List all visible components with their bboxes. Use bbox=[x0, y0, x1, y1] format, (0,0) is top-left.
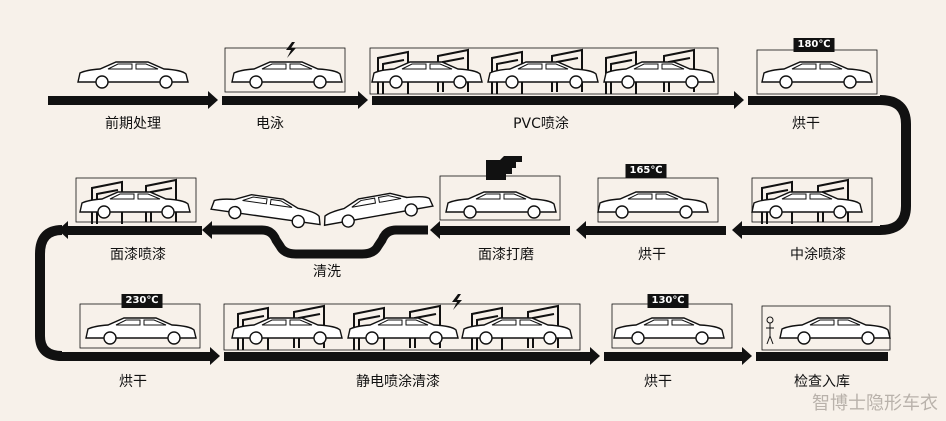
arrow-head bbox=[590, 347, 600, 365]
lightning-icon bbox=[286, 42, 296, 58]
step-label: 检查入库 bbox=[794, 374, 850, 390]
step-label: 前期处理 bbox=[105, 116, 161, 132]
car-icon bbox=[751, 191, 863, 219]
glove-icon bbox=[486, 156, 522, 180]
step-label: PVC喷涂 bbox=[513, 116, 569, 132]
conveyor bbox=[748, 96, 880, 105]
step-label: 面漆打磨 bbox=[478, 247, 534, 263]
car-icon bbox=[445, 191, 557, 219]
conveyor bbox=[224, 352, 590, 361]
conveyor bbox=[372, 96, 734, 105]
booth-outline bbox=[761, 305, 891, 351]
car-icon bbox=[371, 61, 483, 89]
car-icon bbox=[597, 191, 709, 219]
booth-outline bbox=[369, 47, 719, 95]
car-icon bbox=[603, 61, 715, 89]
return-loop-right bbox=[879, 95, 911, 235]
step-label: 烘干 bbox=[792, 116, 820, 132]
booth-outline bbox=[223, 303, 581, 351]
wash-conveyor bbox=[212, 225, 428, 259]
conveyor bbox=[604, 352, 742, 361]
car-icon bbox=[320, 185, 435, 232]
arrow-head bbox=[358, 91, 368, 109]
watermark: 智博士隐形车衣 bbox=[812, 393, 938, 414]
step-label: 中涂喷漆 bbox=[790, 247, 846, 263]
step-label: 烘干 bbox=[119, 374, 147, 390]
arrow-head bbox=[430, 221, 440, 239]
arrow-head bbox=[210, 347, 220, 365]
conveyor bbox=[440, 226, 570, 235]
conveyor bbox=[756, 352, 888, 361]
step-label: 面漆喷漆 bbox=[110, 247, 166, 263]
step-label: 烘干 bbox=[638, 247, 666, 263]
arrow-head bbox=[202, 221, 212, 239]
car-icon bbox=[347, 317, 459, 345]
arrow-head bbox=[58, 221, 68, 239]
step-label: 电泳 bbox=[256, 116, 284, 132]
arrow-head bbox=[734, 91, 744, 109]
temperature-tag: 165℃ bbox=[625, 164, 667, 178]
conveyor bbox=[222, 96, 358, 105]
lightning-icon bbox=[452, 294, 462, 310]
car-icon bbox=[761, 61, 873, 89]
arrow-head bbox=[732, 221, 742, 239]
inspector-icon bbox=[766, 316, 774, 345]
car-icon bbox=[461, 317, 573, 345]
conveyor bbox=[586, 226, 726, 235]
car-icon bbox=[613, 317, 725, 345]
car-icon bbox=[85, 317, 197, 345]
arrow-head bbox=[742, 347, 752, 365]
temperature-tag: 230℃ bbox=[121, 294, 163, 308]
conveyor bbox=[62, 352, 210, 361]
temperature-tag: 130℃ bbox=[647, 294, 689, 308]
car-icon bbox=[779, 317, 891, 345]
car-icon bbox=[209, 188, 324, 232]
arrow-head bbox=[576, 221, 586, 239]
conveyor bbox=[48, 96, 208, 105]
car-icon bbox=[231, 317, 343, 345]
step-label: 清洗 bbox=[313, 264, 341, 280]
step-label: 烘干 bbox=[644, 374, 672, 390]
conveyor bbox=[68, 226, 202, 235]
conveyor bbox=[742, 226, 880, 235]
car-icon bbox=[77, 61, 189, 89]
return-loop-left bbox=[35, 225, 63, 361]
temperature-tag: 180℃ bbox=[793, 38, 835, 52]
step-label: 静电喷涂清漆 bbox=[356, 374, 440, 390]
arrow-head bbox=[208, 91, 218, 109]
car-icon bbox=[231, 61, 343, 89]
